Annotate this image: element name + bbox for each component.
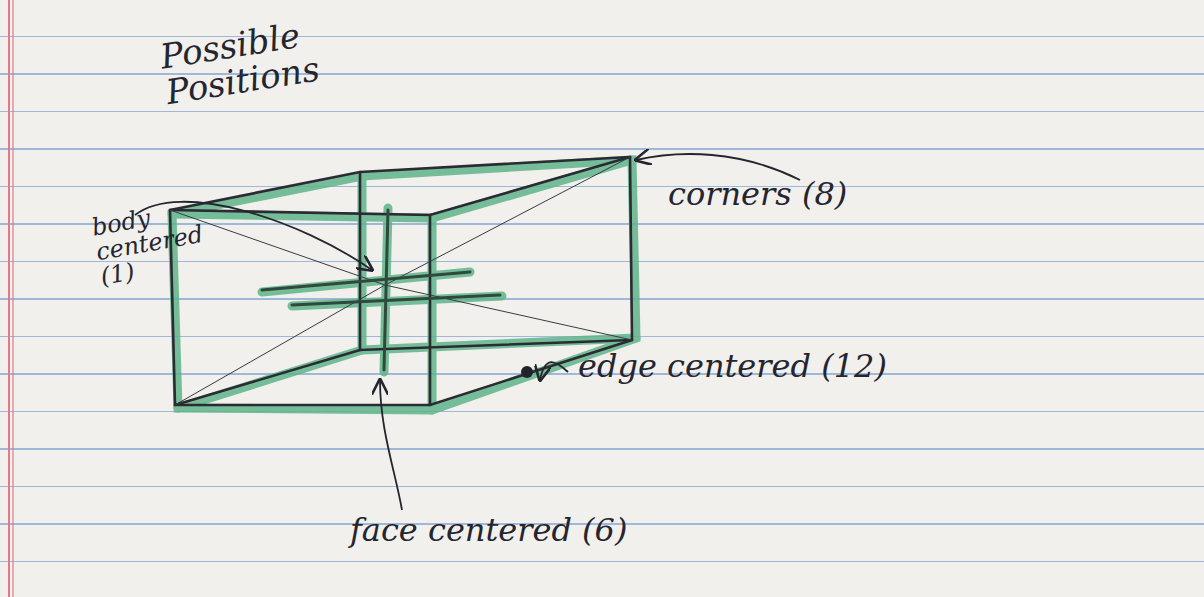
- body-diagonal: [170, 157, 632, 405]
- center-cross: [262, 210, 500, 370]
- edge-dot: [521, 366, 533, 378]
- callout-label: edge centered (12): [578, 350, 918, 384]
- margin-line: [8, 0, 10, 597]
- title: Possible Positions: [158, 6, 386, 111]
- callout-label: face centered (6): [350, 514, 690, 548]
- highlight: [172, 160, 636, 410]
- margin-line: [12, 0, 13, 597]
- callout-label: body centered (1): [90, 197, 213, 291]
- callout-label: corners (8): [668, 178, 928, 212]
- box-outline: [170, 157, 632, 405]
